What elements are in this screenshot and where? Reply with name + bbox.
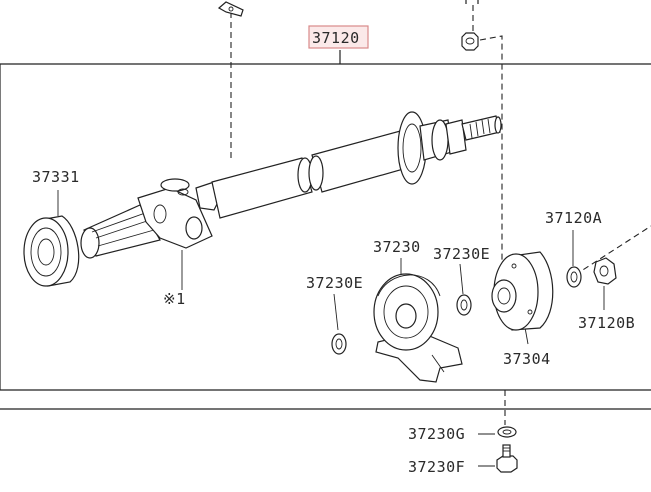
nut-37120b-icon	[593, 257, 617, 285]
washer-37120a-icon	[566, 266, 582, 288]
part-37120-highlight	[308, 25, 369, 49]
washer-37230e-left-icon	[331, 333, 347, 355]
nut-top-icon	[461, 0, 479, 51]
washer-37230g-icon	[497, 426, 517, 438]
center-bearing-37230-icon	[373, 273, 463, 383]
universal-joint-icon	[137, 178, 223, 249]
clip-top-left-icon	[217, 1, 244, 17]
part-label-37230[interactable]: 37230	[373, 238, 421, 256]
diagram-frame	[0, 63, 651, 410]
part-label-37304[interactable]: 37304	[503, 350, 551, 368]
front-yoke-icon	[80, 204, 161, 259]
companion-flange-37304-icon	[491, 251, 554, 331]
center-flange-and-spline-icon	[397, 111, 502, 185]
washer-37230e-right-icon	[456, 294, 472, 316]
part-label-37120b[interactable]: 37120B	[578, 314, 635, 332]
propeller-shaft-tube-left-icon	[211, 157, 313, 219]
bearing-37331-icon	[23, 215, 80, 287]
part-label-37331[interactable]: 37331	[32, 168, 80, 186]
part-label-37230g[interactable]: 37230G	[408, 425, 465, 443]
part-label-37120[interactable]: 37120	[312, 29, 360, 47]
part-label-37230f[interactable]: 37230F	[408, 458, 465, 476]
note-marker: ※1	[163, 290, 186, 308]
part-label-37230e-right[interactable]: 37230E	[433, 245, 490, 263]
part-label-37230e-left[interactable]: 37230E	[306, 274, 363, 292]
bolt-37230f-icon	[496, 444, 518, 473]
part-labels: 37120 37331 37230 37230E 37230E 37120A 3…	[32, 29, 635, 476]
leader-lines	[57, 5, 651, 467]
part-label-37120a[interactable]: 37120A	[545, 209, 602, 227]
